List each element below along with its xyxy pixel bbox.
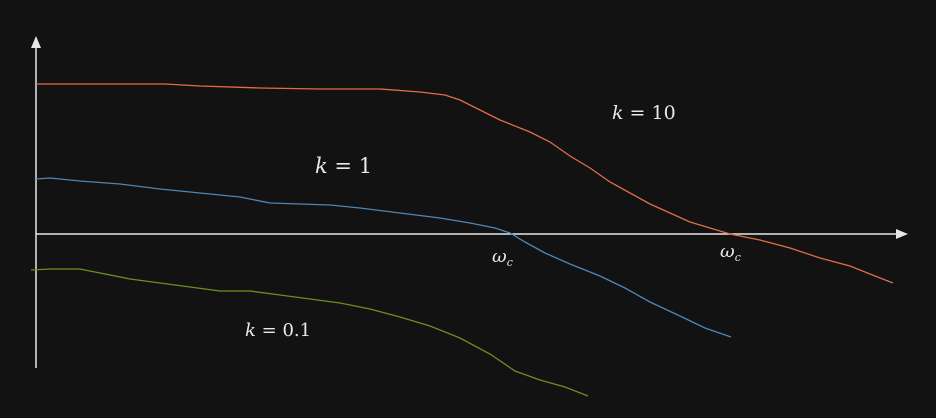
label-k10-var: k (612, 102, 624, 124)
y-axis-arrow (31, 36, 41, 48)
label-k1-rel: = (328, 154, 359, 178)
label-k01: k = 0.1 (245, 320, 311, 341)
label-k1-var: k (315, 154, 328, 178)
label-k01-var: k (245, 320, 256, 341)
curve-k01 (30, 268, 589, 397)
crossover-1-subscript: c (507, 256, 513, 269)
crossover-2-subscript: c (735, 251, 741, 264)
axes (31, 36, 908, 368)
crossover-label-2: ωc (720, 241, 741, 264)
label-k10-val: 10 (652, 102, 676, 124)
crossover-2-symbol: ω (720, 241, 735, 262)
crossover-label-1: ωc (492, 246, 513, 269)
x-axis-arrow (896, 229, 908, 239)
label-k01-rel: = (256, 320, 283, 341)
label-k1-val: 1 (359, 154, 372, 178)
label-k10: k = 10 (612, 102, 676, 124)
curve-k1 (35, 177, 732, 338)
label-k01-val: 0.1 (282, 320, 311, 341)
label-k10-rel: = (624, 102, 652, 124)
crossover-1-symbol: ω (492, 246, 507, 267)
curve-k10 (36, 83, 894, 284)
label-k1: k = 1 (315, 154, 372, 178)
